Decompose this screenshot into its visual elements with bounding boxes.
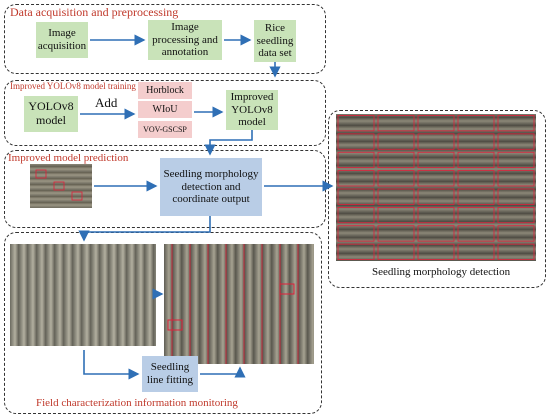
field-photo-lines <box>164 244 314 364</box>
detection-box <box>377 206 415 224</box>
detection-box <box>417 133 455 150</box>
detection-box <box>377 133 415 150</box>
detection-box <box>377 170 415 187</box>
panel-title-acquisition: Data acquisition and preprocessing <box>10 5 179 19</box>
detection-box <box>457 151 495 169</box>
image-processing-box: Image processing and annotation <box>148 20 222 60</box>
detection-box <box>337 170 375 187</box>
detection-box <box>377 151 415 169</box>
panel-model-training <box>4 80 326 146</box>
detection-box <box>337 151 375 169</box>
detection-box <box>457 170 495 187</box>
detection-box <box>337 115 375 132</box>
detection-box <box>417 225 455 242</box>
detection-box <box>457 225 495 242</box>
field-photo-small <box>30 164 92 208</box>
panel-detection-result <box>328 110 546 288</box>
detection-photo <box>336 114 536 261</box>
detection-box <box>497 206 535 224</box>
detection-box <box>417 115 455 132</box>
detection-box <box>417 151 455 169</box>
vov-gscsp-box: VOV-GSCSP <box>138 121 192 138</box>
detection-box <box>457 115 495 132</box>
detection-box <box>377 115 415 132</box>
photo-small-boxes <box>35 169 83 201</box>
line-fitting-box: Seedling line fitting <box>142 356 198 392</box>
detection-box <box>417 206 455 224</box>
improved-yolov8-box: Improved YOLOv8 model <box>226 90 278 130</box>
detection-box <box>377 243 415 260</box>
rice-dataset-box: Rice seedling data set <box>254 20 296 62</box>
detection-box <box>497 115 535 132</box>
detection-box <box>497 133 535 150</box>
detection-box <box>417 243 455 260</box>
detection-box <box>497 243 535 260</box>
seedling-lines <box>167 244 299 364</box>
add-label: Add <box>95 95 118 110</box>
detection-box <box>377 188 415 205</box>
detection-box <box>457 206 495 224</box>
detection-box <box>337 225 375 242</box>
detection-output-box: Seedling morphology detection and coordi… <box>160 158 262 216</box>
detection-box <box>417 170 455 187</box>
horblock-box: Horblock <box>138 82 192 99</box>
detection-box <box>457 133 495 150</box>
detection-box <box>457 188 495 205</box>
panel-title-monitoring: Field characterization information monit… <box>36 397 238 409</box>
yolov8-model-box: YOLOv8 model <box>24 96 78 132</box>
detection-box <box>497 170 535 187</box>
field-photo-raw <box>10 244 156 346</box>
detection-box <box>417 188 455 205</box>
detection-box <box>497 225 535 242</box>
detection-box <box>497 188 535 205</box>
detection-box <box>337 243 375 260</box>
detection-caption: Seedling morphology detection <box>372 266 511 278</box>
wiou-box: WIoU <box>138 101 192 118</box>
detection-box <box>497 151 535 169</box>
detection-boxes <box>337 115 535 260</box>
detection-box <box>337 188 375 205</box>
panel-title-training: Improved YOLOv8 model training <box>10 81 136 91</box>
detection-box <box>337 206 375 224</box>
detection-box <box>377 225 415 242</box>
panel-data-acquisition <box>4 4 326 74</box>
detection-box <box>457 243 495 260</box>
panel-title-prediction: Improved model prediction <box>8 152 129 164</box>
detection-box <box>337 133 375 150</box>
image-acquisition-box: Image acquisition <box>36 22 88 58</box>
